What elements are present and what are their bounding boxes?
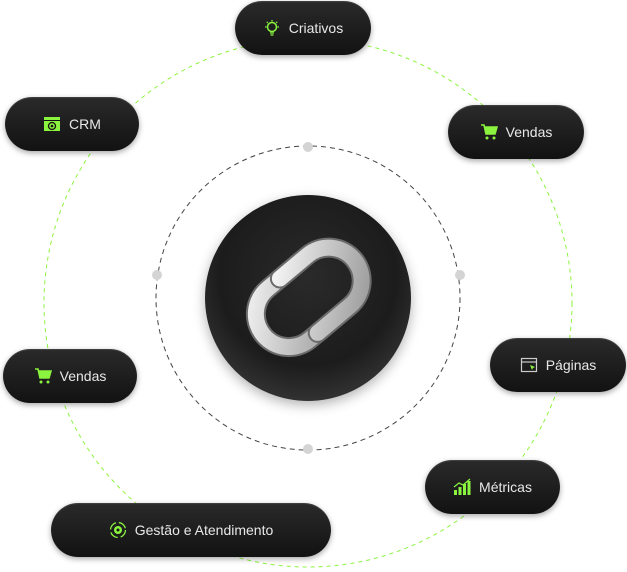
- orbit-dot-bottom: [303, 444, 313, 454]
- cart-icon: [480, 124, 498, 140]
- link-logo-icon: [245, 237, 372, 358]
- orbit-dot-left: [152, 270, 162, 280]
- item-vendas-left[interactable]: Vendas: [3, 349, 137, 403]
- cart-icon: [34, 368, 52, 384]
- item-label: Vendas: [505, 124, 553, 140]
- bar-chart-icon: [453, 478, 471, 495]
- item-gestao-atendimento[interactable]: Gestão e Atendimento: [51, 503, 331, 557]
- item-crm[interactable]: CRM: [5, 97, 139, 151]
- center-logo: [205, 195, 411, 401]
- item-criativos[interactable]: Criativos: [235, 1, 371, 55]
- item-label: Criativos: [288, 20, 344, 36]
- crm-browser-icon: [44, 117, 61, 131]
- item-label: Gestão e Atendimento: [134, 522, 274, 538]
- item-label: Vendas: [59, 368, 107, 384]
- orbit-dot-right: [455, 270, 465, 280]
- web-page-icon: [520, 357, 537, 373]
- orbit-dot-top: [303, 142, 313, 152]
- item-label: Páginas: [545, 357, 597, 373]
- item-paginas[interactable]: Páginas: [490, 338, 626, 392]
- lightbulb-icon: [264, 20, 279, 36]
- item-label: Métricas: [479, 479, 532, 495]
- gear-cycle-icon: [109, 521, 126, 539]
- item-label: CRM: [69, 116, 101, 132]
- item-vendas-right[interactable]: Vendas: [448, 105, 584, 159]
- item-metricas[interactable]: Métricas: [425, 460, 560, 514]
